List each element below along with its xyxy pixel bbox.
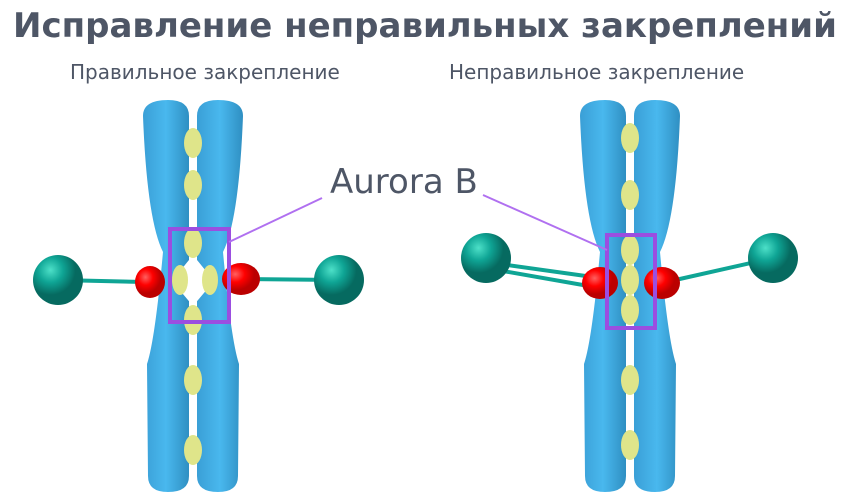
right-label: Неправильное закрепление	[449, 60, 745, 84]
kinetochore	[135, 266, 165, 298]
spindle-pole	[314, 255, 364, 305]
spindle-pole	[748, 233, 798, 283]
spindle-pole	[33, 255, 83, 305]
incorrect-attachment	[461, 100, 798, 492]
aurora-b-box	[168, 227, 231, 324]
title: Исправление неправильных закреплений	[13, 6, 837, 46]
left-label: Правильное закрепление	[70, 60, 340, 84]
callout-line	[228, 197, 323, 243]
aurora-b-box	[605, 233, 657, 330]
kinetochore	[582, 267, 618, 299]
callout-line	[482, 194, 608, 251]
spindle-pole	[461, 233, 511, 283]
aurora-b-label: Aurora B	[330, 162, 478, 202]
cohesin-dots	[172, 128, 218, 465]
correct-attachment	[33, 100, 364, 492]
kinetochore	[644, 267, 680, 299]
cohesin-dots	[621, 123, 639, 460]
kinetochore	[222, 263, 260, 295]
